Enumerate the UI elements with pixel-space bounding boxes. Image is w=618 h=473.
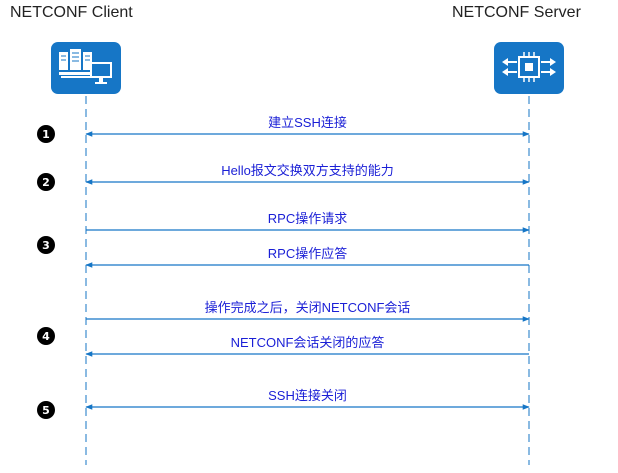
step-badge [37, 125, 55, 143]
step-number: 4 [42, 330, 50, 343]
step-badge [37, 327, 55, 345]
step-badge [37, 401, 55, 419]
step-number: 3 [42, 239, 50, 252]
step-badge [37, 173, 55, 191]
server-title: NETCONF Server [452, 4, 581, 21]
server-node-icon [494, 42, 564, 94]
message-label: Hello报文交换双方支持的能力 [221, 163, 394, 178]
client-node-icon [51, 42, 121, 94]
message-label: NETCONF会话关闭的应答 [231, 335, 385, 350]
step-badge [37, 236, 55, 254]
step-number: 5 [42, 404, 50, 417]
message-label: SSH连接关闭 [268, 388, 347, 403]
message-label: RPC操作应答 [268, 246, 347, 261]
step-number: 1 [42, 128, 50, 141]
message-label: 建立SSH连接 [268, 115, 347, 130]
message-label: 操作完成之后，关闭NETCONF会话 [205, 300, 411, 315]
step-number: 2 [42, 176, 50, 189]
message-label: RPC操作请求 [268, 211, 347, 226]
client-title: NETCONF Client [10, 4, 133, 21]
